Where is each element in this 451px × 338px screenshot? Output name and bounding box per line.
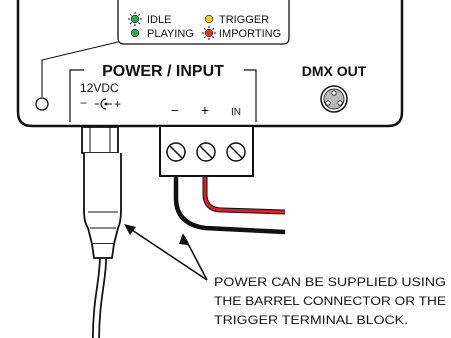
- trigger-label: TRIGGER: [219, 14, 269, 26]
- arrow-to-terminal: [183, 235, 208, 281]
- red-wire-outline: [202, 176, 286, 215]
- note: POWER CAN BE SUPPLIED USING THE BARREL C…: [214, 275, 446, 327]
- status-led: [35, 97, 49, 111]
- trigger-led-icon: [204, 14, 214, 24]
- terminal-minus-label: −: [171, 102, 179, 118]
- terminal-screw-3: [226, 142, 246, 162]
- led-legend-box: [117, 0, 290, 45]
- barrel-minus: −: [80, 96, 87, 110]
- terminal-screw-2: [196, 142, 216, 162]
- note-line-3: TRIGGER TERMINAL BLOCK.: [214, 313, 408, 327]
- barrel-plus: +: [114, 97, 121, 111]
- playing-led-icon: [130, 28, 140, 38]
- playing-label: PLAYING: [147, 28, 194, 40]
- note-line-2: THE BARREL CONNECTOR OR THE: [214, 294, 446, 308]
- red-wire: [203, 176, 286, 214]
- idle-led-blinking-icon: [128, 12, 142, 26]
- barrel-plug: [81, 126, 122, 259]
- terminal-in-label: IN: [231, 107, 241, 118]
- callout-arrows: [124, 224, 208, 281]
- importing-led-blinking-icon: [202, 26, 216, 40]
- power-input-group: POWER / INPUT 12VDC − + − + IN: [69, 63, 257, 122]
- arrow-to-barrel: [125, 225, 208, 281]
- terminal-screw-1: [166, 142, 186, 162]
- led-leader-line: [41, 41, 119, 97]
- note-line-1: POWER CAN BE SUPPLIED USING: [214, 275, 446, 289]
- idle-label: IDLE: [147, 14, 171, 26]
- terminal-block: [159, 125, 254, 177]
- dmx-out-title: DMX OUT: [302, 63, 367, 79]
- terminal-plus-label: +: [201, 102, 209, 118]
- power-input-title: POWER / INPUT: [102, 63, 224, 80]
- black-wire: [173, 176, 286, 235]
- led-legend: IDLE TRIGGER PLAYING IMPORTING: [117, 0, 290, 45]
- barrel-polarity-icon: − +: [80, 96, 121, 111]
- importing-label: IMPORTING: [219, 28, 281, 40]
- dmx-out-group: DMX OUT: [302, 63, 367, 113]
- barrel-voltage-label: 12VDC: [80, 81, 119, 95]
- terminal-wires: [173, 176, 286, 235]
